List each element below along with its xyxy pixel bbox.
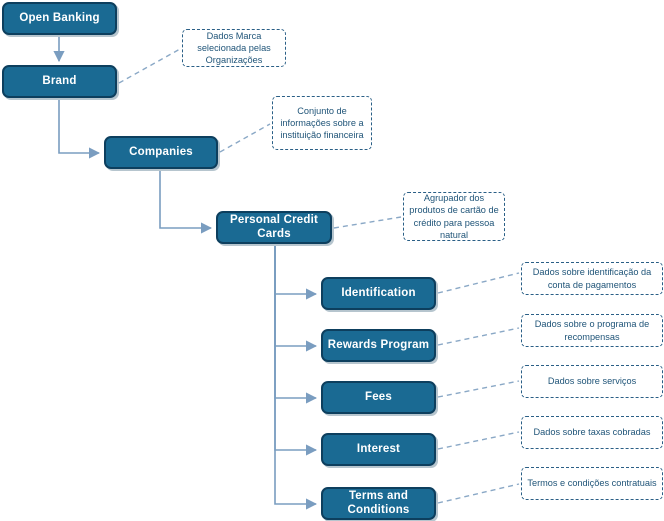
edge-rewards-program-to-note bbox=[437, 327, 520, 346]
edge-pcc-to-interest bbox=[274, 246, 318, 456]
note-terms-and-conditions: Termos e condições contratuais bbox=[521, 467, 663, 500]
edge-terms-and-conditions-to-note bbox=[437, 483, 520, 504]
edge-pcc-to-terms-and-conditions bbox=[274, 246, 318, 510]
edge-pcc-to-identification bbox=[274, 246, 318, 300]
node-companies[interactable]: Companies bbox=[104, 136, 218, 169]
note-identification-text: Dados sobre identificação da conta de pa… bbox=[532, 267, 652, 290]
node-brand[interactable]: Brand bbox=[2, 65, 117, 98]
note-brand-text: Dados Marca selecionada pelas Organizaçõ… bbox=[197, 30, 271, 66]
note-personal-credit-cards-text: Agrupador dos produtos de cartão de créd… bbox=[409, 193, 499, 240]
edge-pcc-to-note bbox=[333, 216, 402, 229]
edge-interest-to-note bbox=[437, 431, 520, 450]
node-identification[interactable]: Identification bbox=[321, 277, 436, 310]
edge-companies-to-note bbox=[219, 123, 271, 153]
edge-pcc-to-fees bbox=[274, 246, 318, 404]
node-interest[interactable]: Interest bbox=[321, 433, 436, 466]
note-brand: Dados Marca selecionada pelas Organizaçõ… bbox=[182, 29, 286, 67]
edge-pcc-to-rewards-program bbox=[274, 246, 318, 352]
node-open-banking[interactable]: Open Banking bbox=[2, 2, 117, 35]
note-fees: Dados sobre serviços bbox=[521, 365, 663, 398]
node-personal-credit-cards[interactable]: Personal Credit Cards bbox=[216, 211, 332, 244]
edge-brand-to-companies bbox=[58, 100, 101, 159]
note-fees-text: Dados sobre serviços bbox=[547, 376, 637, 387]
note-rewards-program: Dados sobre o programa de recompensas bbox=[521, 314, 663, 347]
note-personal-credit-cards: Agrupador dos produtos de cartão de créd… bbox=[403, 192, 505, 241]
note-interest-text: Dados sobre taxas cobradas bbox=[533, 427, 651, 438]
note-terms-and-conditions-text: Termos e condições contratuais bbox=[527, 478, 657, 489]
node-fees[interactable]: Fees bbox=[321, 381, 436, 414]
edge-brand-to-note bbox=[118, 48, 181, 84]
note-companies: Conjunto de informações sobre a institui… bbox=[272, 96, 372, 150]
note-interest: Dados sobre taxas cobradas bbox=[521, 416, 663, 449]
node-rewards-program[interactable]: Rewards Program bbox=[321, 329, 436, 362]
edge-companies-to-personal-credit-cards bbox=[159, 171, 213, 234]
note-identification: Dados sobre identificação da conta de pa… bbox=[521, 262, 663, 295]
edge-fees-to-note bbox=[437, 380, 520, 398]
note-companies-text: Conjunto de informações sobre a institui… bbox=[280, 105, 364, 141]
node-terms-and-conditions[interactable]: Terms and Conditions bbox=[321, 487, 436, 520]
edge-identification-to-note bbox=[437, 272, 520, 294]
note-rewards-program-text: Dados sobre o programa de recompensas bbox=[534, 319, 650, 342]
